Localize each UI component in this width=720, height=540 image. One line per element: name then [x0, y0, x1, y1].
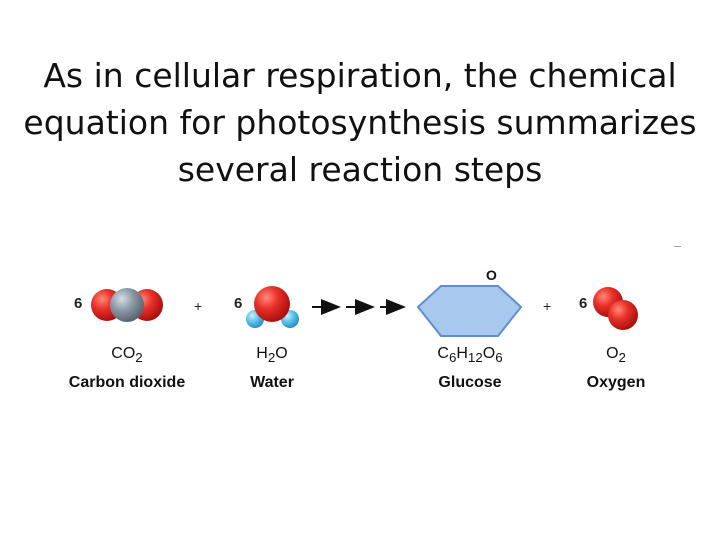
h2o-name: Water [250, 374, 294, 391]
formula-subscript: 2 [135, 350, 143, 366]
formula-text: O [275, 345, 288, 362]
formula-text: C [437, 345, 449, 362]
formula-subscript: 6 [495, 350, 503, 366]
co2-molecule [91, 288, 163, 322]
co2-name: Carbon dioxide [68, 374, 186, 391]
glucose-ring [416, 285, 523, 337]
co2-carbon [110, 288, 144, 322]
title-line: equation for photosynthesis summarizes [23, 103, 697, 142]
plus-sign: + [543, 298, 552, 314]
formula-subscript: 6 [448, 350, 457, 366]
formula-text: H [456, 345, 468, 362]
title-line: several reaction steps [177, 150, 543, 189]
glucose-ring-oxygen: O [486, 267, 497, 283]
formula-subscript: 2 [618, 350, 626, 366]
o2-oxygen-bottom [608, 300, 638, 330]
formula-text: CO [111, 345, 136, 362]
plus-sign: + [194, 298, 203, 314]
formula-subscript: 2 [267, 350, 276, 366]
o2-molecule [593, 287, 638, 330]
h2o-coefficient: 6 [234, 295, 243, 312]
decorative-dash [674, 246, 681, 247]
glucose-name: Glucose [438, 374, 502, 391]
formula-text: O [482, 345, 496, 362]
formula-text: H [256, 345, 268, 362]
formula-text: O [606, 345, 619, 362]
slide-title: As in cellular respiration, the chemical… [20, 52, 700, 193]
title-line: As in cellular respiration, the chemical [43, 56, 677, 95]
h2o-formula: H2O [232, 345, 312, 365]
co2-coefficient: 6 [74, 295, 83, 312]
co2-formula: CO2 [87, 345, 167, 365]
formula-subscript: 12 [467, 350, 483, 366]
h2o-molecule [246, 286, 299, 328]
o2-formula: O2 [576, 345, 656, 365]
o2-name: Oxygen [586, 374, 646, 391]
h2o-oxygen [254, 286, 290, 322]
o2-coefficient: 6 [579, 295, 588, 312]
glucose-formula: C6H12O6 [420, 345, 520, 365]
